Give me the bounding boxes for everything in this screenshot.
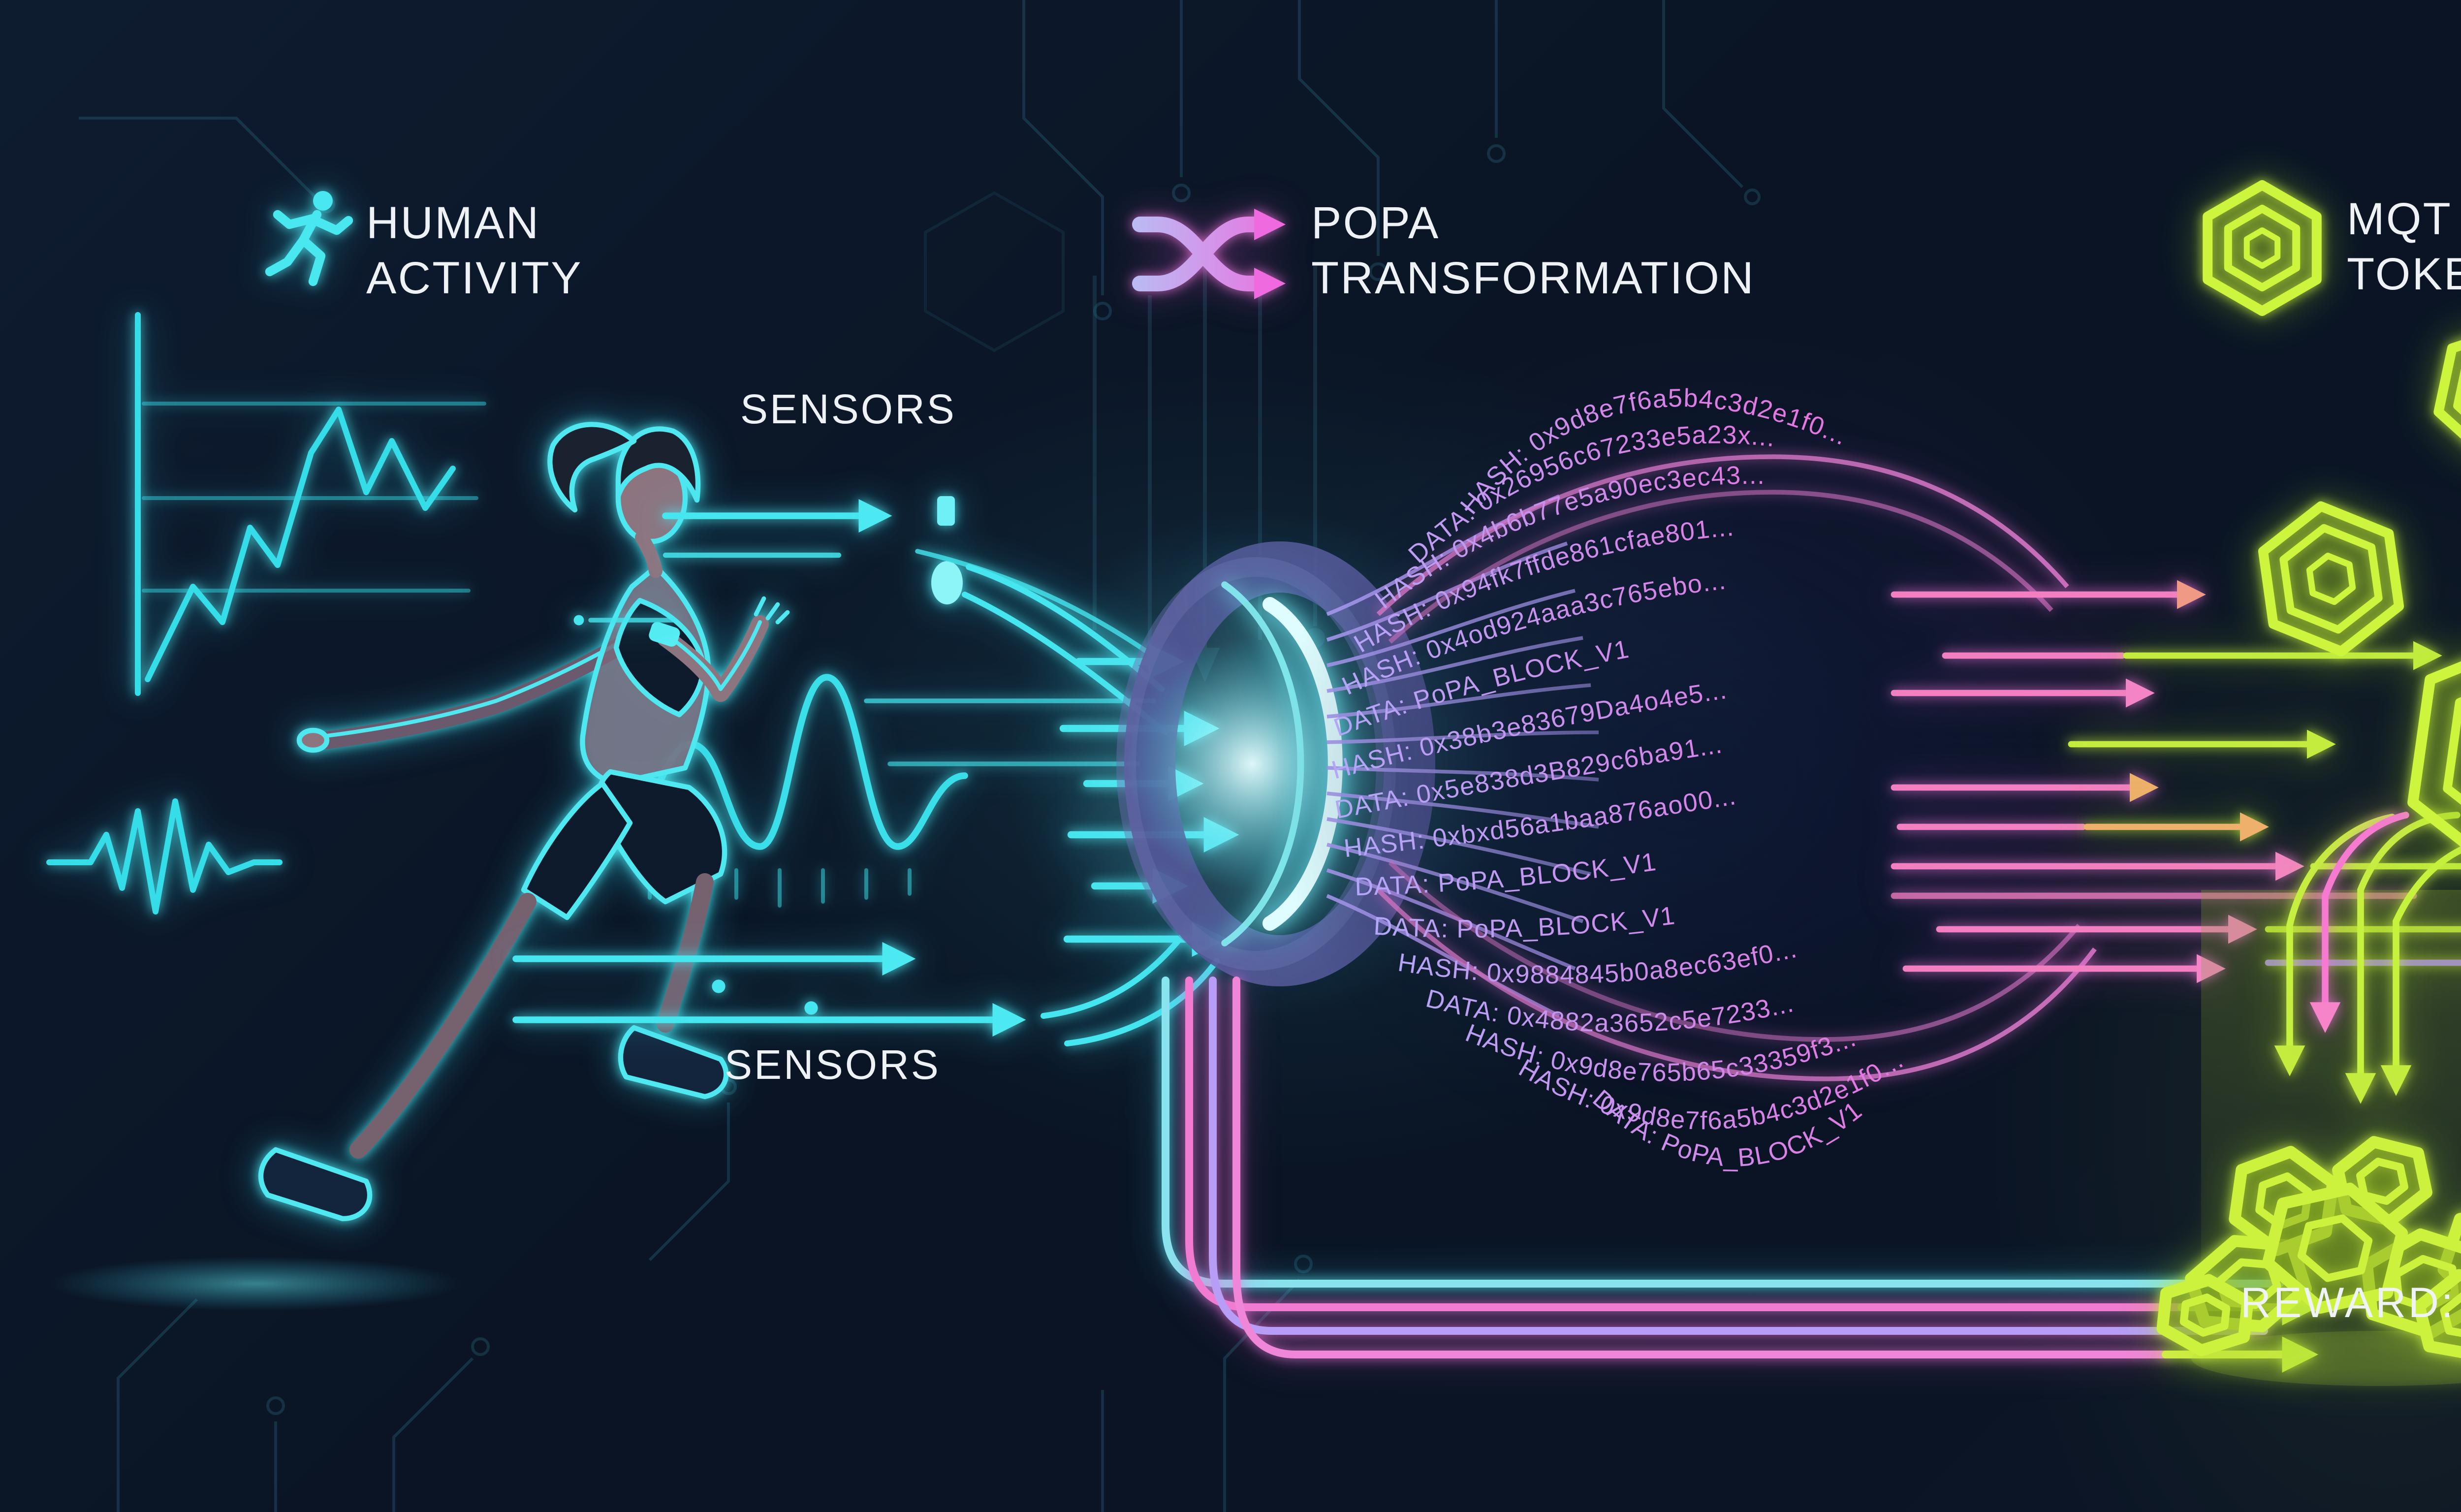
sensors-label-bottom: SENSORS xyxy=(725,1043,941,1089)
coin-pile xyxy=(2161,1134,2461,1386)
reward-caption: REWARD: MQT xyxy=(2240,1280,2461,1329)
shuffle-icon xyxy=(1132,209,1286,299)
hex-token-icon xyxy=(2203,180,2322,316)
mqt-tokens xyxy=(2258,316,2461,1053)
header-popa-line2: TRANSFORMATION xyxy=(1311,252,1755,304)
hash-sphere: HASH: 0x9d8e7f6a5b4c3d2e1f0... DATA: 0x2… xyxy=(1270,355,2116,1196)
reward-pipes xyxy=(1162,976,2319,1373)
header-human-line1: HUMAN xyxy=(366,197,540,248)
header-mqt-tokens: MQT TOKENS xyxy=(2347,191,2461,301)
sensors-label-top: SENSORS xyxy=(740,388,956,433)
header-mqt-line2: TOKENS xyxy=(2347,248,2461,300)
hex-token xyxy=(2432,316,2461,467)
runner-icon xyxy=(265,191,353,286)
drop-arrows xyxy=(2274,812,2461,1104)
header-human-line2: ACTIVITY xyxy=(366,252,583,304)
circuit-traces xyxy=(79,0,1761,1512)
activity-line-chart xyxy=(135,312,486,696)
header-human-activity: HUMAN ACTIVITY xyxy=(366,195,583,305)
reward-haze-column xyxy=(2201,890,2461,1370)
header-popa-line1: POPA xyxy=(1311,197,1440,248)
runner-glow-pad xyxy=(49,1256,463,1311)
heartbeat-waveform xyxy=(46,798,283,914)
reward-prefix: REWARD: xyxy=(2240,1280,2456,1327)
header-mqt-line1: MQT xyxy=(2347,193,2452,244)
hex-token-large xyxy=(2404,618,2461,894)
runner-figure xyxy=(258,422,790,1222)
header-popa-transformation: POPA TRANSFORMATION xyxy=(1311,195,1755,305)
hex-token xyxy=(2258,498,2404,661)
